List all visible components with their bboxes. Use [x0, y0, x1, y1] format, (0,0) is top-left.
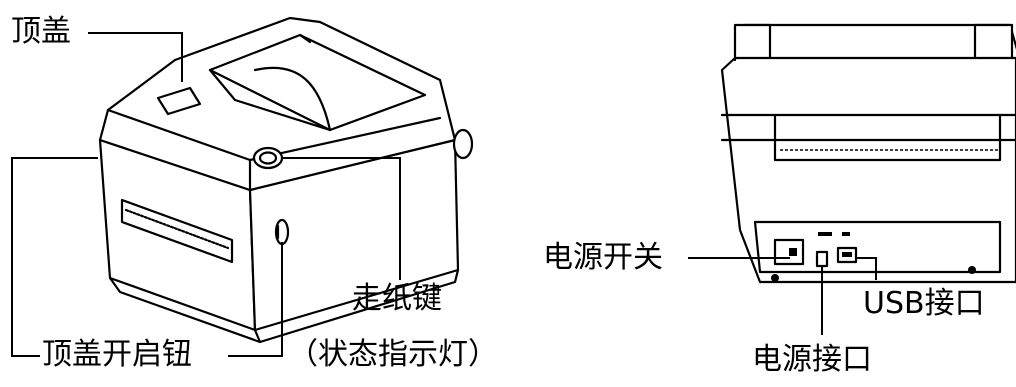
label-status-indicator: （状态指示灯）: [288, 337, 498, 372]
label-power-switch: 电源开关: [543, 240, 663, 275]
leader-top-cover: [88, 32, 183, 82]
power-jack: [815, 250, 829, 268]
label-cover-open-button: 顶盖开启钮: [42, 337, 192, 372]
side-knob: [452, 128, 474, 160]
printer-back-view: [720, 23, 1016, 284]
paper-exit-slot: [120, 198, 234, 264]
printer-front-view: [98, 16, 474, 344]
label-usb-port: USB接口: [863, 286, 985, 321]
leader-feed-key: [282, 157, 401, 280]
label-top-cover: 顶盖: [11, 14, 71, 49]
leader-usb-port: [856, 257, 877, 280]
leader-cover-open-right: [228, 242, 283, 357]
cover-window: [156, 86, 202, 116]
label-feed-key: 走纸键: [352, 281, 442, 316]
leader-cover-open-left: [11, 157, 98, 357]
label-power-port: 电源接口: [752, 342, 872, 377]
